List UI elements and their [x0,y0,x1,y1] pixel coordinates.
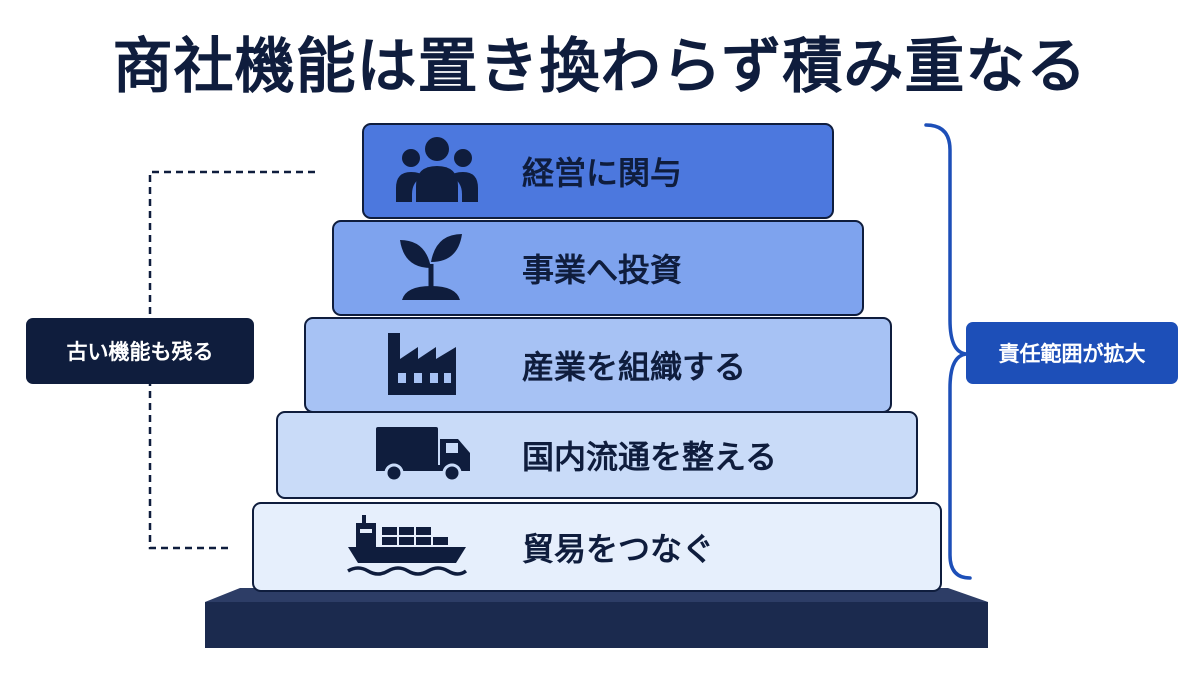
sprout-icon [396,230,466,306]
base-platform-front [205,602,988,648]
factory-icon [386,329,458,401]
truck-icon [374,423,472,487]
legacy-functions-label: 古い機能も残る [66,340,214,364]
tier-label: 産業を組織する [522,348,747,386]
tier-label: 国内流通を整える [522,438,778,476]
responsibility-expands-label: 責任範囲が拡大 [998,342,1146,366]
tier-trade: 貿易をつなぐ [252,502,942,592]
tier-label: 貿易をつなぐ [522,530,715,568]
cargo-ship-icon [346,513,468,581]
page-title: 商社機能は置き換わらず積み重なる [112,32,1088,102]
tier-distribution: 国内流通を整える [276,411,918,499]
tier-label: 事業へ投資 [522,251,683,289]
tier-investment: 事業へ投資 [332,220,864,316]
tier-label: 経営に関与 [522,154,683,192]
legacy-functions-tag: 古い機能も残る [26,318,254,384]
responsibility-expands-tag: 責任範囲が拡大 [966,322,1178,384]
people-group-icon [394,134,480,208]
tier-management: 経営に関与 [362,123,834,219]
tier-industry: 産業を組織する [304,317,892,413]
